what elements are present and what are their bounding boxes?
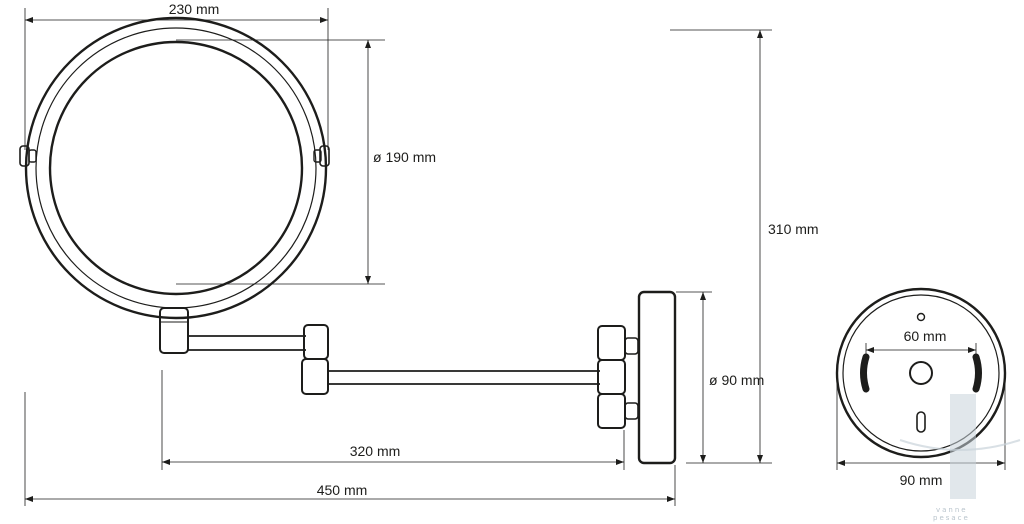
arm-length-label: 320 mm [350, 443, 401, 459]
middle-joint [301, 324, 329, 395]
svg-text:pesace: pesace [933, 514, 970, 522]
mirror-width-label: 230 mm [169, 1, 220, 17]
left-pivot-knob [19, 145, 37, 167]
mirror-head [19, 16, 330, 320]
plate-width-label: 90 mm [900, 472, 943, 488]
right-pivot-knob [313, 145, 330, 167]
lower-arm [328, 370, 600, 385]
dimension-arrows [25, 17, 1005, 502]
center-hole [909, 361, 933, 385]
plate-height-label: ø 90 mm [709, 372, 764, 388]
total-height-label: 310 mm [768, 221, 819, 237]
mirror-neck [159, 307, 189, 354]
wall-plate-front-view [835, 287, 1007, 459]
svg-text:vanne: vanne [936, 506, 968, 514]
watermark-logo: vanne pesace [899, 394, 1021, 522]
top-pin-hole [916, 312, 926, 322]
mirror-diameter-label: ø 190 mm [373, 149, 436, 165]
wall-plate [637, 290, 677, 465]
upper-arm [188, 335, 306, 351]
bottom-slot [916, 411, 926, 433]
wall-joint [597, 325, 639, 429]
total-length-label: 450 mm [317, 482, 368, 498]
hole-spacing-label: 60 mm [904, 328, 947, 344]
dimension-lines [24, 8, 1006, 506]
